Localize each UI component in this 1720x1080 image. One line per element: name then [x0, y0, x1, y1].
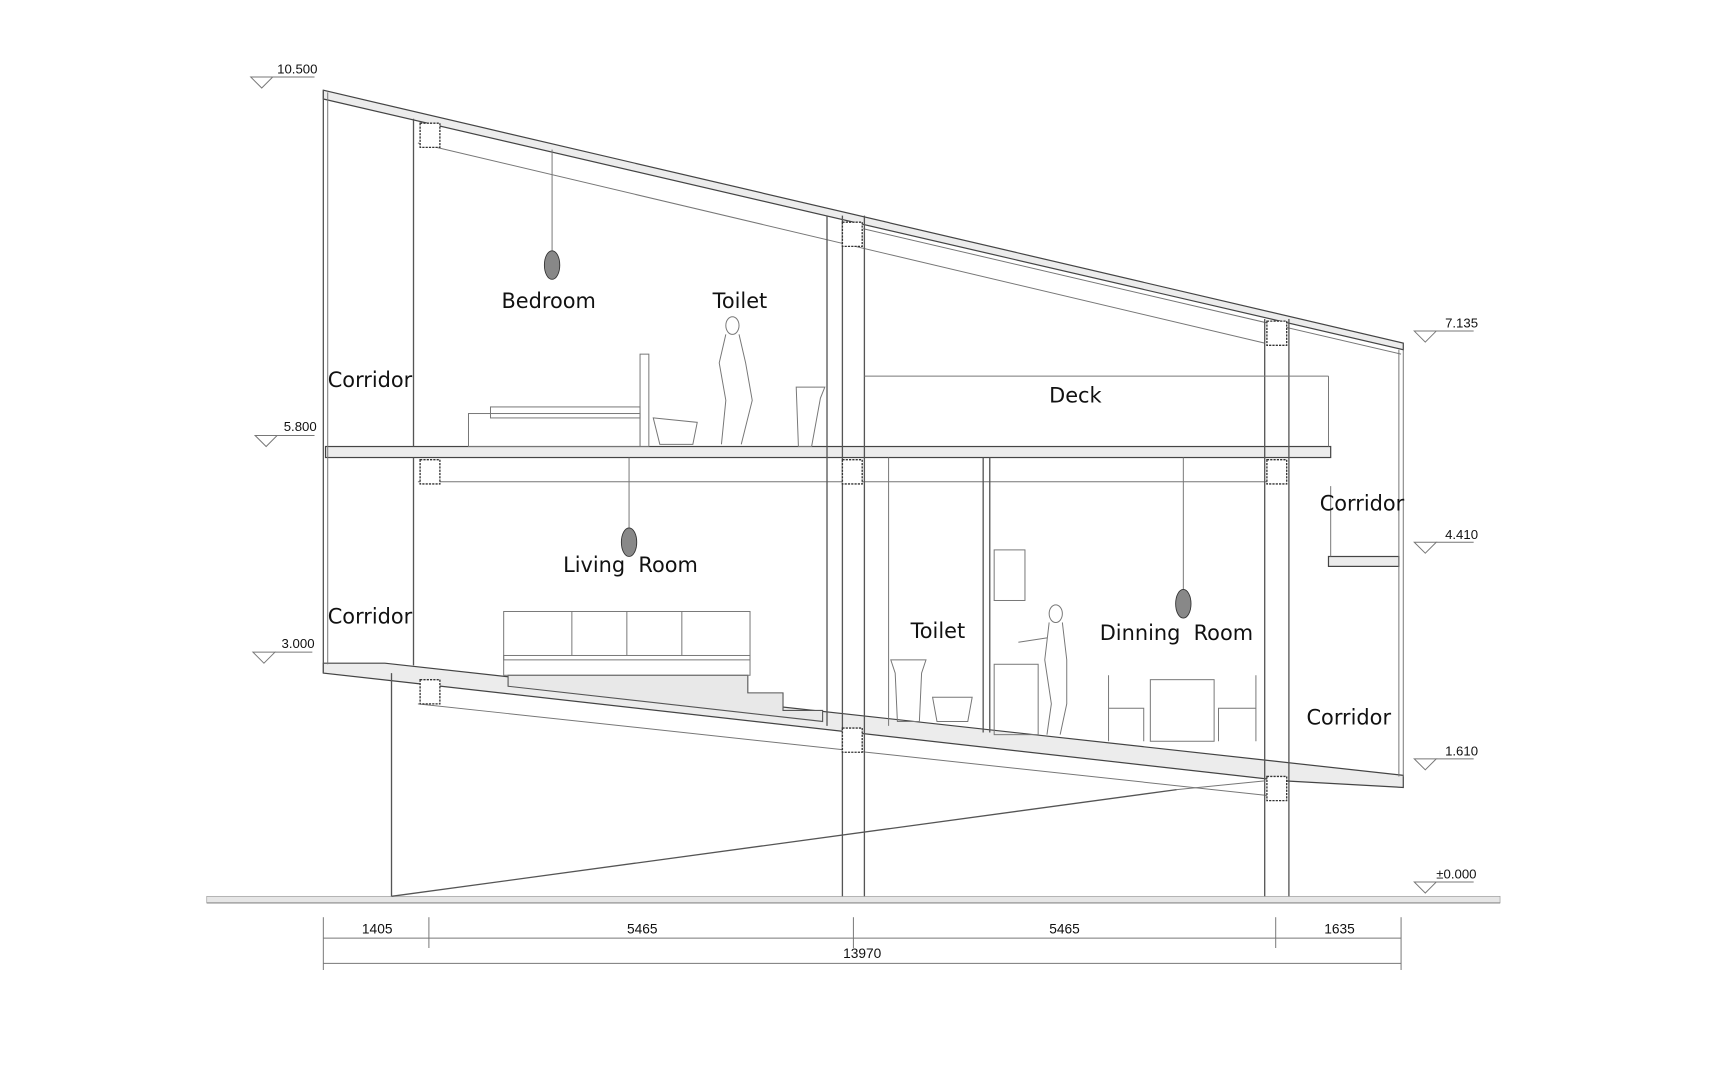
label-toilet-upper: Toilet	[712, 289, 768, 313]
svg-text:5.800: 5.800	[284, 419, 317, 434]
room-labels: Bedroom Toilet Corridor Deck Living Room…	[328, 289, 1405, 730]
pendant-lamps	[543, 149, 1192, 619]
beam-icon	[1266, 775, 1288, 802]
under-structure	[391, 780, 1265, 897]
dining-table	[1149, 679, 1215, 742]
stair	[507, 674, 824, 723]
beam-icon	[841, 727, 863, 753]
level-marker-upper-floor: 5.800	[253, 419, 317, 448]
cabinet	[993, 549, 1026, 601]
level-markers: 10.500 7.135 5.800 4.410 3.000 1.610 ±0.…	[249, 62, 1478, 894]
label-corridor-upper-left: Corridor	[328, 368, 413, 392]
upper-floor-slab	[324, 445, 1332, 483]
label-corridor-right-lower: Corridor	[1306, 706, 1391, 730]
level-marker-lower-floor: 3.000	[251, 636, 315, 664]
dim-1635: 1635	[1324, 922, 1355, 937]
lamp-icon	[1175, 589, 1192, 619]
level-marker-ground: ±0.000	[1413, 867, 1477, 894]
toilet-lower-fixture	[931, 696, 973, 722]
bed-headboard	[639, 353, 650, 448]
deck-railing	[864, 375, 1329, 447]
ground-line	[206, 895, 1501, 904]
beam-icon	[419, 122, 441, 149]
sink-upper	[795, 386, 826, 448]
label-living-room: Living Room	[563, 553, 698, 577]
label-bedroom: Bedroom	[501, 289, 595, 313]
person-figure	[718, 334, 753, 445]
beam-icon	[419, 459, 441, 485]
svg-text:4.410: 4.410	[1445, 527, 1478, 542]
label-deck: Deck	[1049, 384, 1102, 408]
lower-floor-slab	[322, 662, 1404, 798]
toilet-upper-fixture	[652, 417, 698, 445]
beam-icon	[1266, 459, 1288, 485]
level-marker-mezzanine: 4.410	[1413, 527, 1478, 554]
label-dining-room: Dinning Room	[1100, 621, 1253, 645]
svg-text:±0.000: ±0.000	[1436, 867, 1476, 882]
furniture	[467, 353, 1257, 742]
dim-5465-b: 5465	[1049, 922, 1080, 937]
level-marker-right-lower: 1.610	[1413, 744, 1478, 771]
person-figure	[1018, 622, 1068, 735]
label-toilet-lower: Toilet	[910, 619, 966, 643]
beam-icon	[841, 221, 863, 248]
svg-text:3.000: 3.000	[282, 636, 315, 651]
sink-lower	[890, 659, 927, 722]
dimension-lines: 1405 5465 5465 1635 13970	[322, 917, 1402, 970]
lamp-icon	[620, 527, 638, 557]
svg-text:1.610: 1.610	[1445, 744, 1478, 759]
level-marker-roof-high: 10.500	[249, 62, 317, 89]
svg-text:10.500: 10.500	[277, 62, 317, 77]
lamp-icon	[543, 250, 561, 280]
svg-text:7.135: 7.135	[1445, 316, 1478, 331]
level-marker-roof-low: 7.135	[1413, 316, 1478, 343]
dim-5465-a: 5465	[627, 922, 658, 937]
steel-beams	[419, 122, 1288, 802]
beam-icon	[841, 459, 863, 485]
walls	[322, 90, 1404, 897]
label-corridor-lower-left: Corridor	[328, 605, 413, 629]
beam-icon	[1266, 320, 1288, 347]
dining-chair	[1108, 675, 1145, 742]
human-figures	[718, 316, 1068, 735]
dim-1405: 1405	[362, 922, 393, 937]
beam-icon	[419, 679, 441, 705]
bed	[467, 413, 641, 448]
kitchen-counter	[993, 663, 1039, 736]
dining-chair	[1218, 675, 1257, 742]
label-corridor-right-upper: Corridor	[1320, 491, 1405, 515]
dim-total: 13970	[843, 946, 882, 961]
roof-slab	[322, 89, 1404, 355]
